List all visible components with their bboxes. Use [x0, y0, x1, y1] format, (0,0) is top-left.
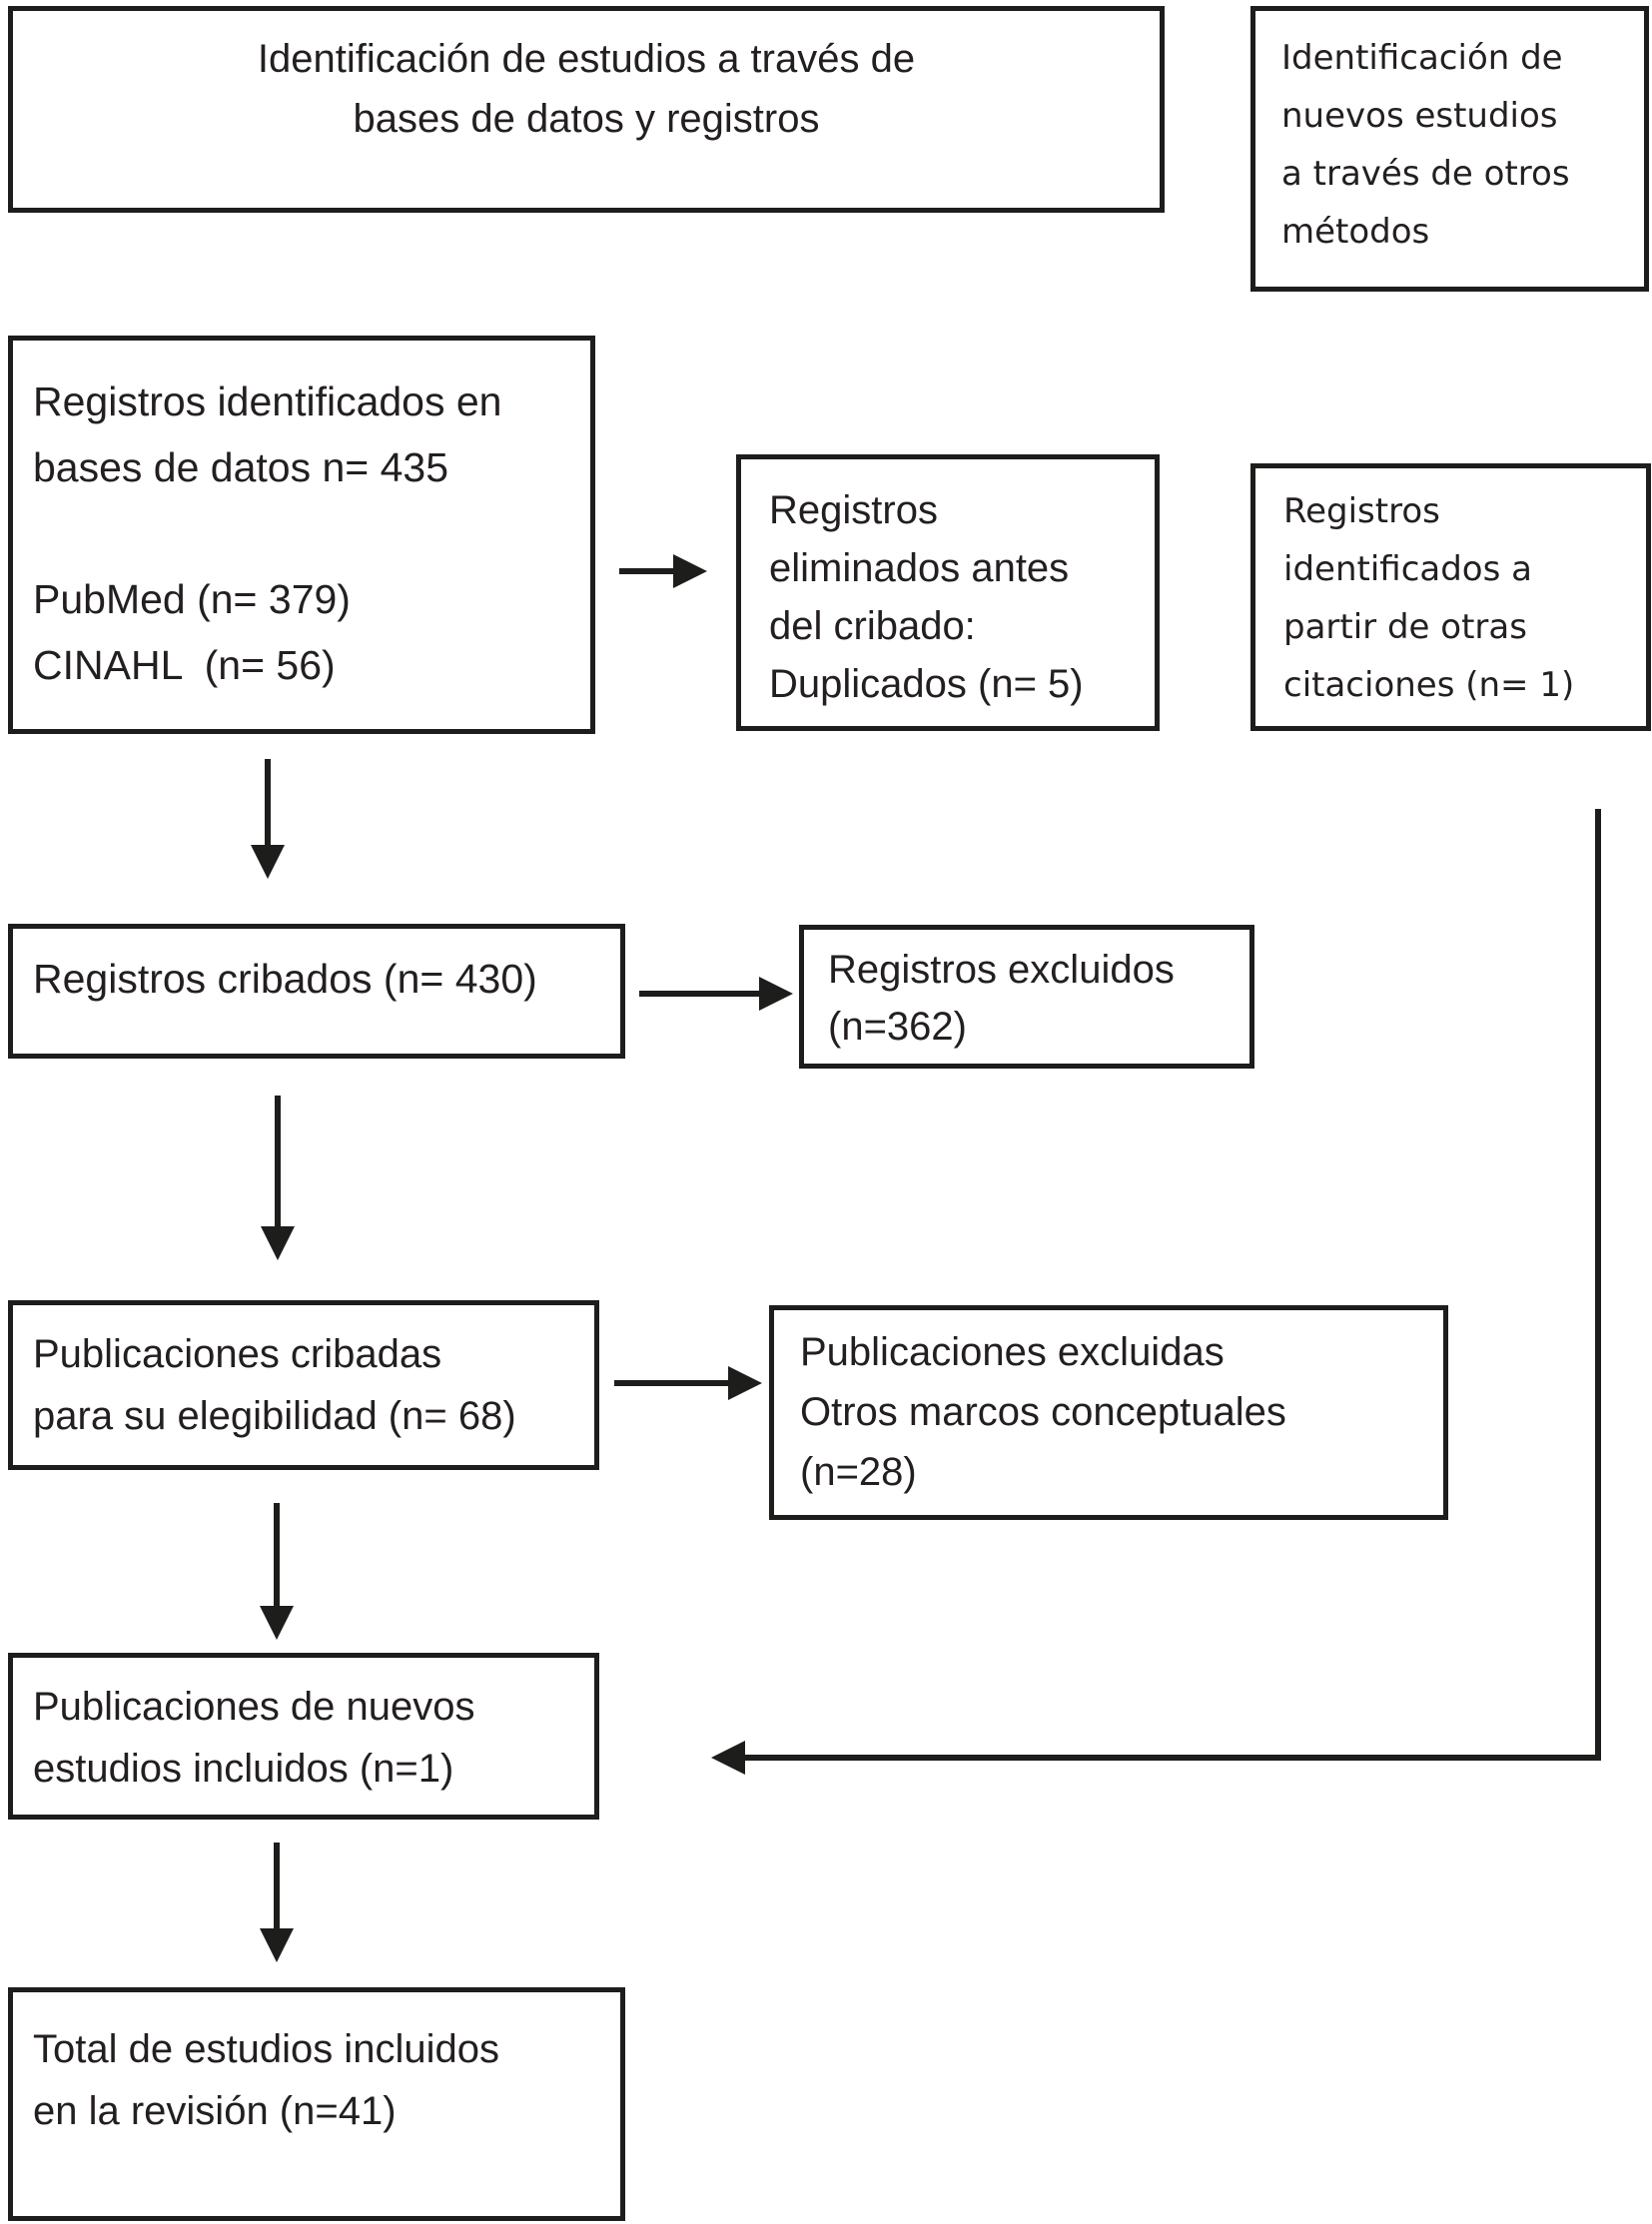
arrow-eligibility-to-new-included-icon	[260, 1503, 294, 1640]
arrow-identified-to-screened-icon	[251, 759, 285, 879]
header-box-identification-databases: Identificación de estudios a través de b…	[8, 6, 1165, 213]
box-records-other-citations: Registros identificados a partir de otra…	[1250, 463, 1651, 731]
arrow-eligibility-to-pub-excluded-icon	[614, 1366, 762, 1400]
arrow-citations-to-new-included-icon	[711, 809, 1601, 1775]
box-total-studies-in-review: Total de estudios incluidos en la revisi…	[8, 1987, 625, 2221]
box-records-screened: Registros cribados (n= 430)	[8, 924, 625, 1059]
box-records-identified: Registros identificados en bases de dato…	[8, 336, 595, 734]
arrow-identified-to-removed-icon	[619, 554, 707, 588]
arrow-new-included-to-total-icon	[260, 1843, 294, 1962]
box-publications-excluded: Publicaciones excluidas Otros marcos con…	[769, 1305, 1448, 1520]
box-records-excluded: Registros excluidos (n=362)	[799, 925, 1254, 1069]
header-box-identification-other-methods: Identificación de nuevos estudios a trav…	[1250, 6, 1649, 292]
box-records-removed-before-screening: Registros eliminados antes del cribado: …	[736, 454, 1160, 731]
arrow-screened-to-eligibility-icon	[261, 1096, 295, 1260]
box-publications-screened-eligibility: Publicaciones cribadas para su elegibili…	[8, 1300, 599, 1470]
box-new-studies-included: Publicaciones de nuevos estudios incluid…	[8, 1653, 599, 1820]
arrow-screened-to-excluded-icon	[639, 977, 793, 1011]
